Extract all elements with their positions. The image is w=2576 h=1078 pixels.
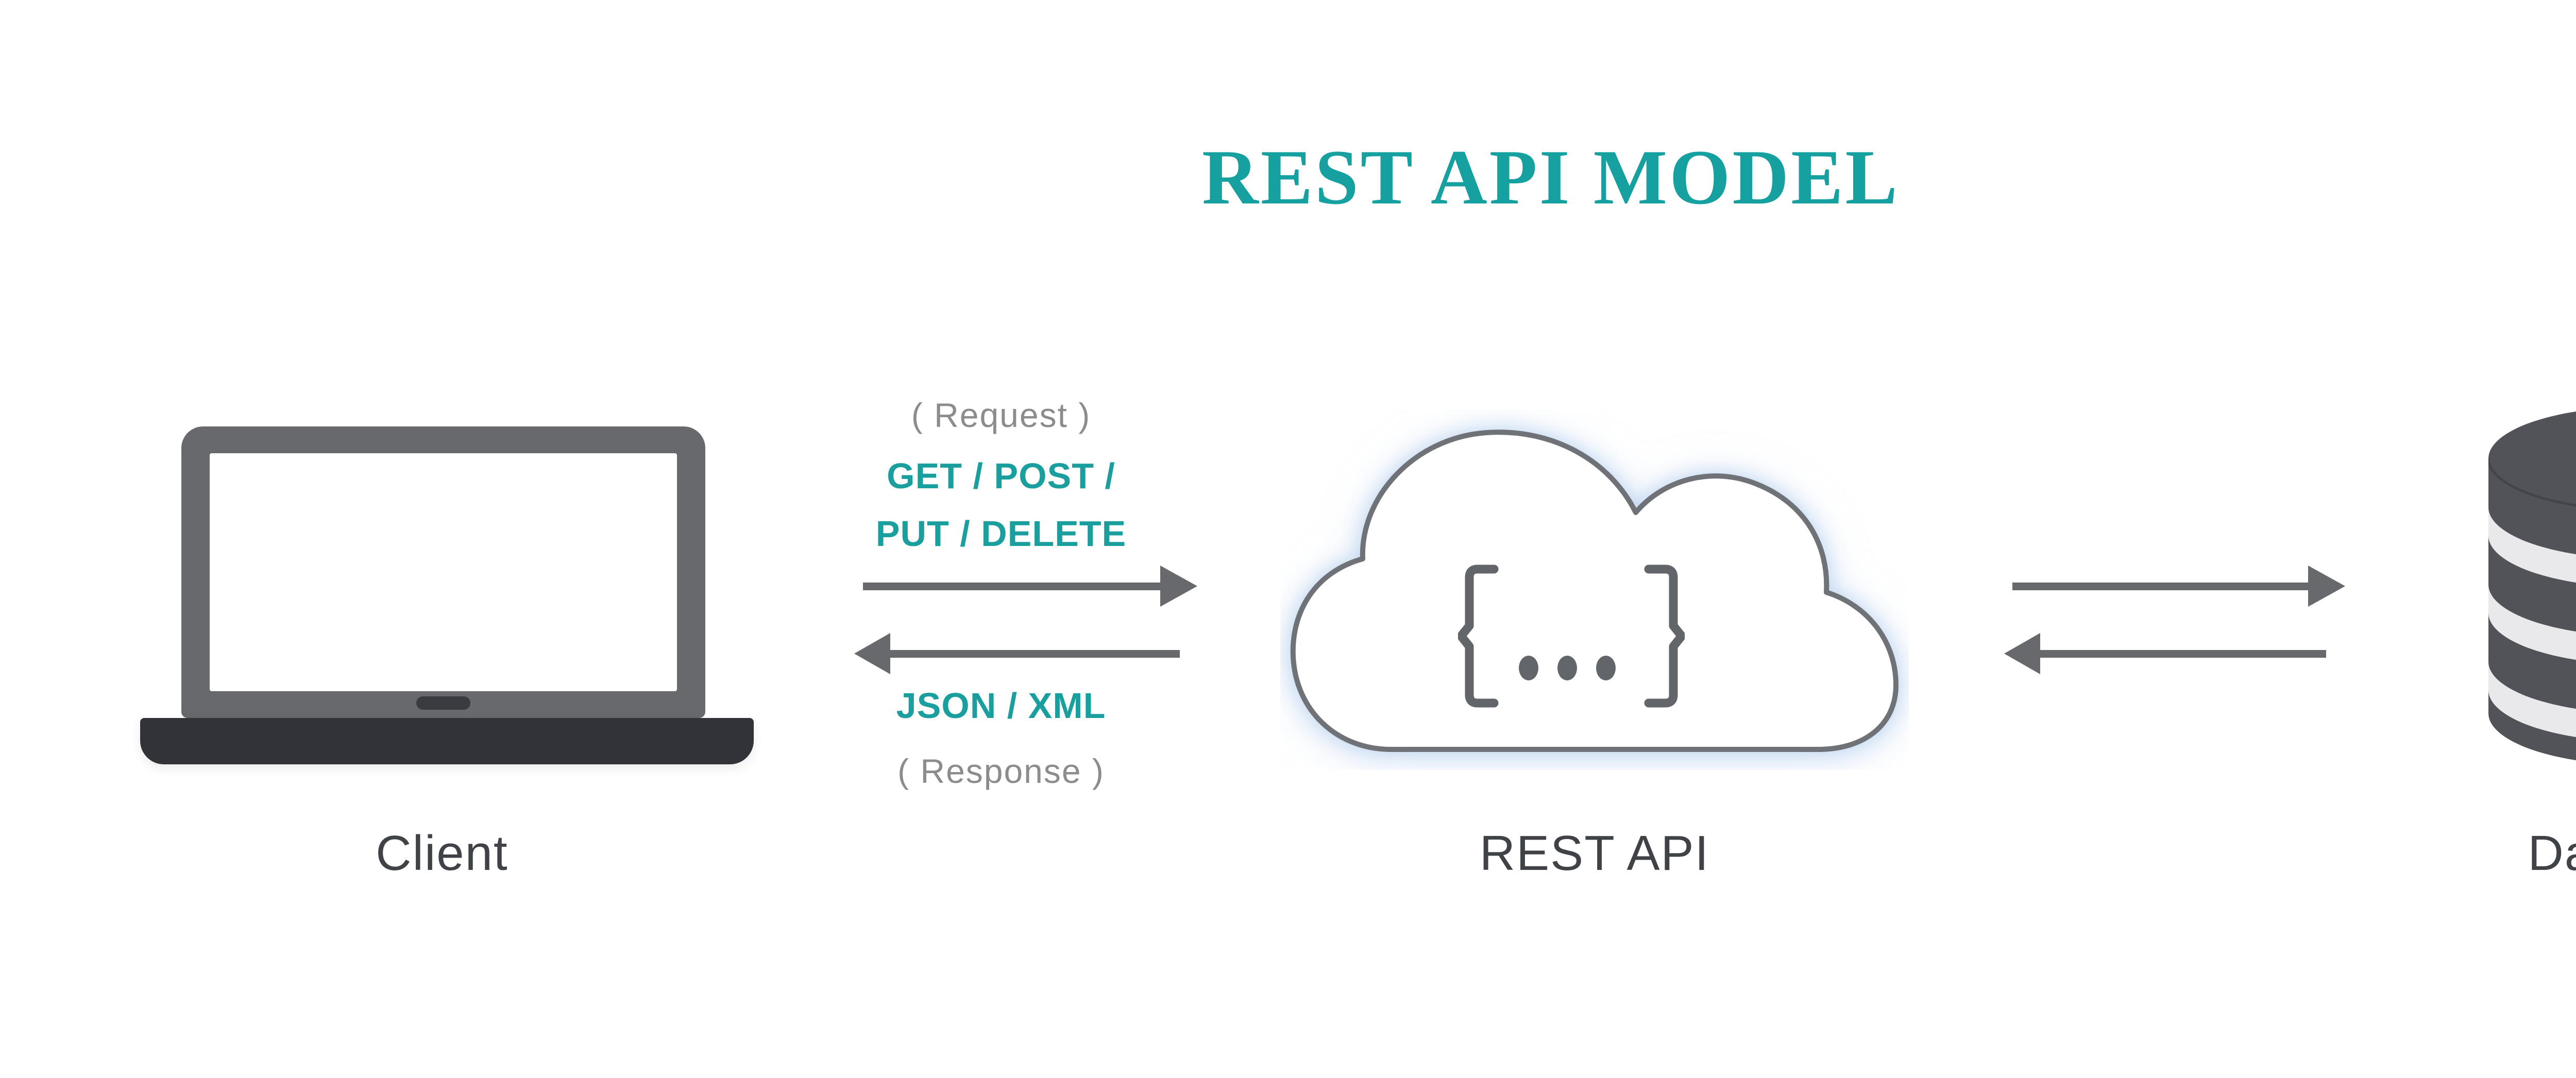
db-sync-arrow-left-icon — [2004, 633, 2040, 674]
laptop-icon — [140, 426, 754, 766]
database-body — [2488, 411, 2576, 761]
request-arrow-shaft — [863, 583, 1160, 590]
database-icon — [2488, 411, 2576, 761]
db-sync-arrow-right-icon — [2308, 566, 2345, 607]
page-title: REST API MODEL — [1202, 134, 1900, 220]
code-braces-icon — [1458, 564, 1685, 708]
request-arrow-right-icon — [1160, 566, 1197, 607]
database-top-rim — [2488, 458, 2576, 507]
request-methods-line2: PUT / DELETE — [875, 514, 1127, 554]
db-sync-arrow-left-shaft — [2040, 650, 2326, 658]
laptop-base — [140, 718, 754, 764]
response-formats: JSON / XML — [896, 686, 1106, 726]
response-arrow-shaft — [890, 650, 1180, 658]
response-arrow-left-icon — [854, 633, 890, 674]
cloud-icon — [1290, 430, 1899, 752]
right-brace — [1644, 564, 1685, 708]
db-sync-arrow-right-shaft — [2012, 583, 2308, 590]
ellipsis-dots — [1519, 656, 1616, 680]
request-annotation: ( Request ) — [911, 396, 1091, 434]
rest-api-label: REST API — [1479, 826, 1710, 881]
laptop-notch — [416, 696, 470, 710]
left-brace — [1458, 564, 1499, 708]
request-methods-line1: GET / POST / — [887, 456, 1115, 496]
cloud-outline — [1290, 430, 1899, 752]
response-annotation: ( Response ) — [897, 752, 1105, 790]
database-gap-band — [2488, 585, 2576, 660]
database-gap-band — [2488, 662, 2576, 738]
database-gap-band — [2488, 507, 2576, 583]
database-label: Database — [2528, 826, 2576, 881]
client-label: Client — [376, 826, 509, 881]
laptop-screen — [210, 453, 677, 691]
